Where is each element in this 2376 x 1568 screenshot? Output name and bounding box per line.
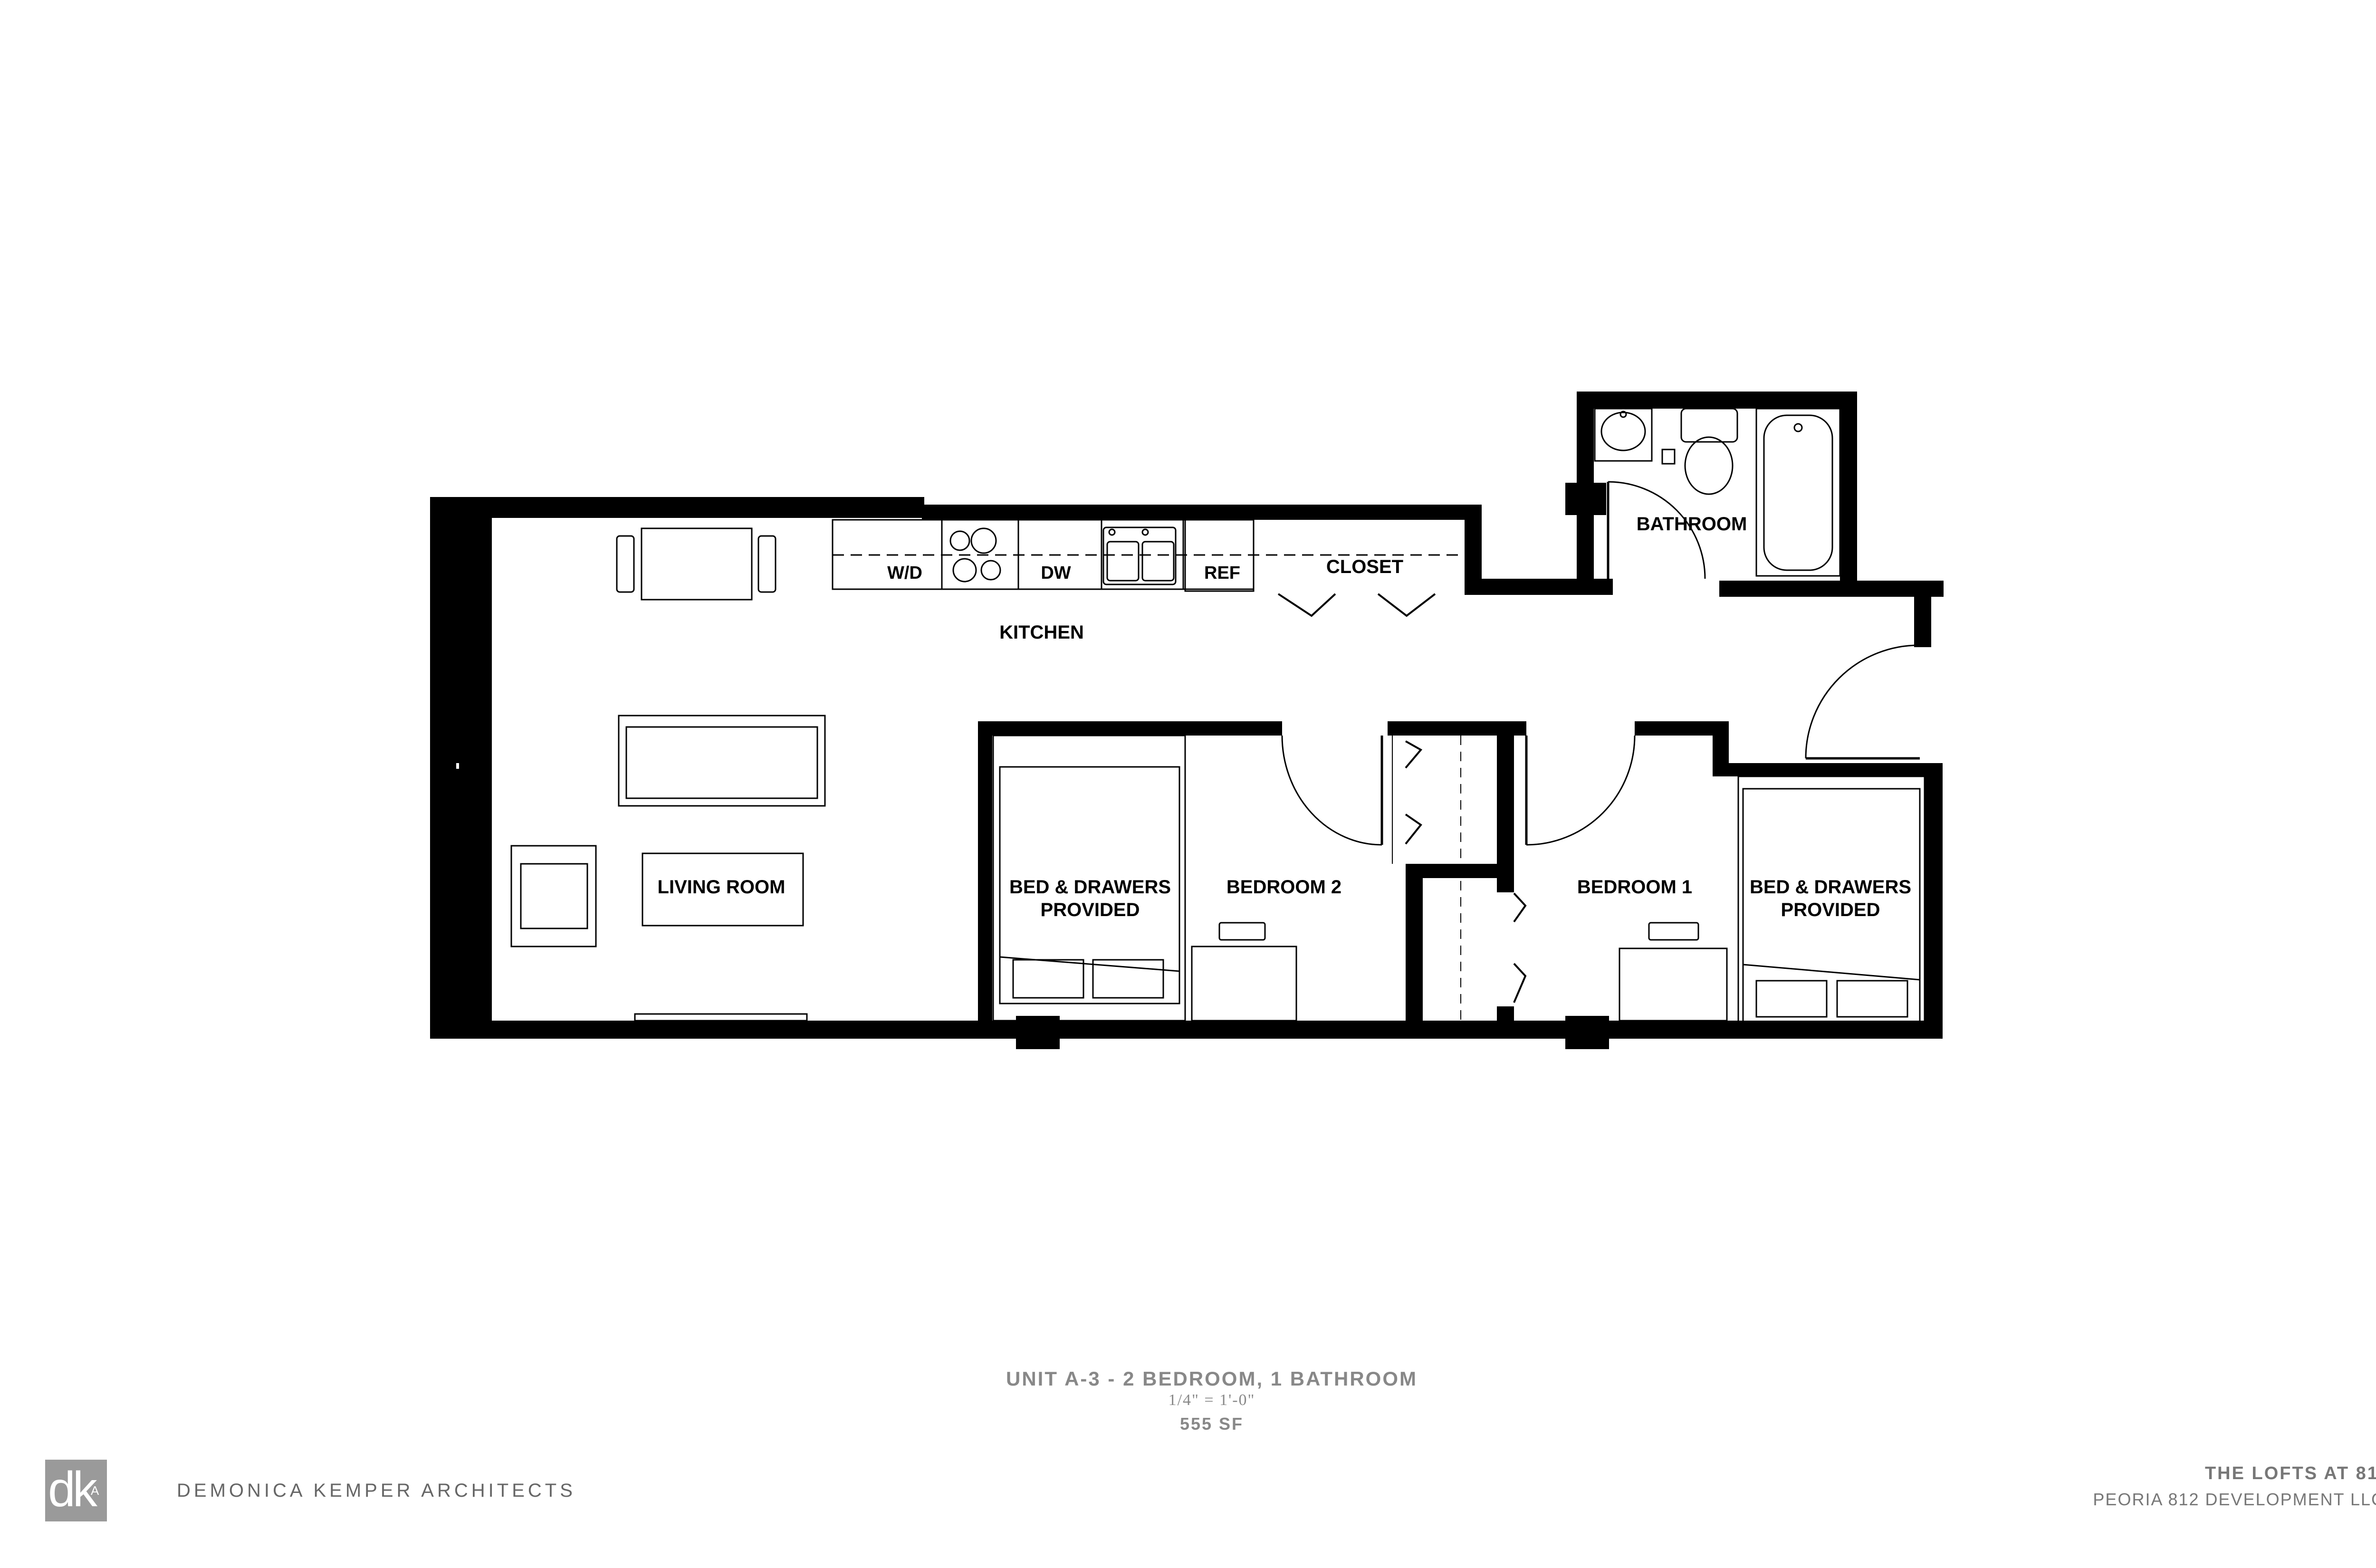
label-kitchen: KITCHEN	[999, 622, 1084, 643]
fixture-labels: W/D DW REF	[887, 563, 1240, 583]
door-swings	[1281, 481, 1920, 846]
wall-closet-col-right	[1497, 736, 1514, 892]
label-bathroom: BATHROOM	[1637, 514, 1747, 535]
bedroom1-furniture	[1619, 775, 1926, 1023]
wall-bath-bottom	[1719, 581, 1944, 597]
column-3	[430, 939, 492, 1039]
column-2	[1565, 1016, 1609, 1049]
walls	[430, 392, 1944, 1049]
wall-bath-top	[1577, 392, 1855, 409]
bedroom-closet-doors	[1392, 736, 1527, 1021]
project-info: THE LOFTS AT 812 PEORIA 812 DEVELOPMENT …	[2093, 1463, 2376, 1510]
logo-letters: dk	[48, 1462, 97, 1517]
wall-top-kitchen-2	[922, 505, 1473, 520]
label-refrigerator: REF	[1204, 563, 1240, 583]
wall-right-bed1	[1925, 763, 1943, 1039]
kitchen-counter	[832, 519, 1465, 592]
drawing-scale: 1/4" = 1'-0"	[1168, 1391, 1255, 1409]
wall-bed1-top-left	[1635, 721, 1729, 736]
label-bed-provided-1-line1: BED & DRAWERS	[1750, 877, 1911, 898]
firm-name: DEMONICA KEMPER ARCHITECTS	[177, 1480, 576, 1501]
wall-entry-jamb	[1914, 581, 1931, 647]
bathroom-fixtures	[1594, 408, 1841, 577]
room-labels: KITCHEN LIVING ROOM BEDROOM 2 BEDROOM 1 …	[658, 514, 1911, 920]
wall-bottom	[430, 1021, 1942, 1039]
living-furniture	[510, 715, 826, 1022]
wall-bed2-top	[978, 721, 1282, 736]
window-left	[453, 589, 461, 941]
wall-closet-col-left	[1406, 864, 1423, 1039]
wall-bath-right	[1840, 392, 1857, 591]
label-washer-dryer: W/D	[887, 563, 922, 583]
label-bed-provided-2-line1: BED & DRAWERS	[1009, 877, 1171, 898]
label-living-room: LIVING ROOM	[658, 877, 786, 898]
wall-closet-mid	[1406, 864, 1501, 878]
dining-table	[616, 527, 776, 601]
bedroom2-furniture	[992, 735, 1297, 1022]
label-dishwasher: DW	[1041, 563, 1071, 583]
wall-top-kitchen	[430, 497, 924, 518]
logo-sub-letter: A	[91, 1483, 99, 1498]
project-developer: PEORIA 812 DEVELOPMENT LLC.	[2093, 1490, 2376, 1509]
closet-doors	[1277, 593, 1436, 617]
wall-closets-top	[1388, 721, 1526, 736]
label-bed-provided-1-line2: PROVIDED	[1781, 899, 1880, 920]
column-1	[1016, 1016, 1060, 1049]
label-bed-provided-2-line2: PROVIDED	[1041, 899, 1140, 920]
wall-bed2-left	[978, 721, 992, 1039]
wall-closet-col-right-low	[1497, 1006, 1514, 1039]
label-closet: CLOSET	[1326, 556, 1403, 577]
label-bedroom-2: BEDROOM 2	[1226, 877, 1341, 898]
unit-area: 555 SF	[1179, 1414, 1244, 1434]
wall-bath-left-lower	[1577, 513, 1594, 595]
wall-bath-jamb	[1565, 483, 1606, 515]
unit-title: UNIT A-3 - 2 BEDROOM, 1 BATHROOM	[1006, 1367, 1418, 1390]
wall-bed1-top-right	[1716, 763, 1943, 776]
label-bedroom-1: BEDROOM 1	[1577, 877, 1692, 898]
firm-logo: dk A	[45, 1460, 107, 1521]
project-name: THE LOFTS AT 812	[2204, 1463, 2376, 1483]
